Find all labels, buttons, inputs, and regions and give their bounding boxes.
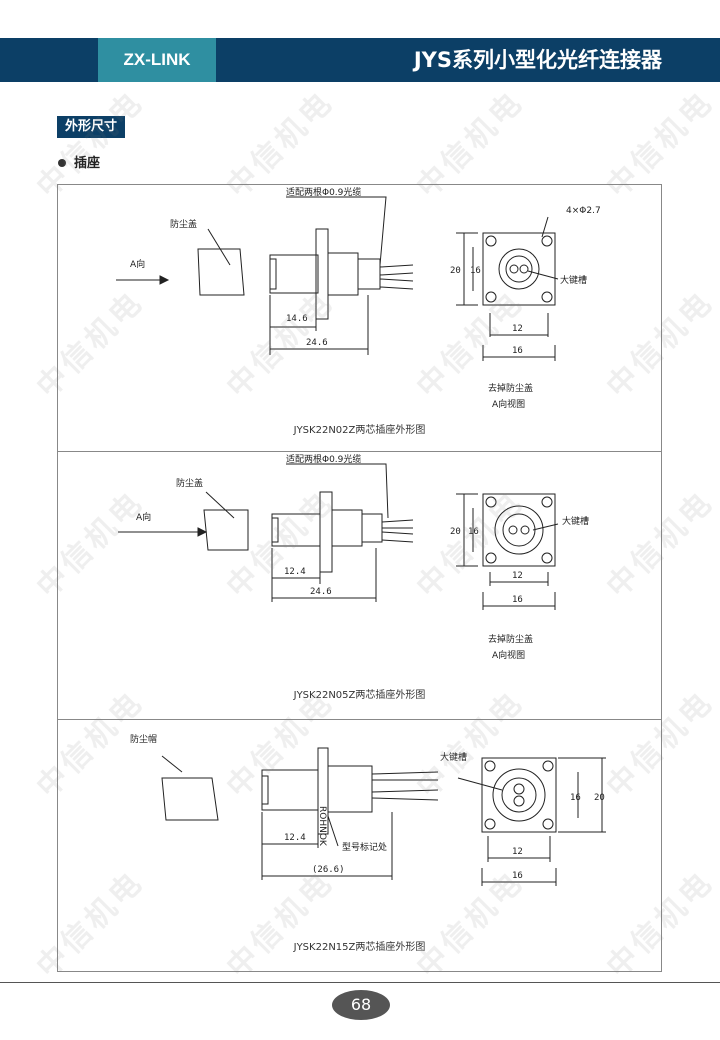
- bullet-icon: [58, 159, 66, 167]
- brand-mark: ROHNOK: [317, 806, 327, 847]
- dim-h1: 20: [450, 266, 461, 276]
- key-label: 大键槽: [562, 515, 589, 527]
- dust-cap-label: 防尘盖: [170, 218, 197, 230]
- caption-3: JYSK22N15Z两芯插座外形图: [293, 942, 426, 953]
- sub-label-text: 插座: [74, 156, 101, 171]
- dim-w1: 12: [512, 571, 523, 581]
- dim-w2: 16: [512, 595, 523, 605]
- drawing-panel-1: 适配两根Φ0.9光缆 防尘盖 A向 4×Φ2.7 大键槽 14.6 24.6 2…: [58, 185, 661, 451]
- key-label: 大键槽: [440, 751, 467, 763]
- view-label-1: 去掉防尘盖: [488, 382, 533, 394]
- key-label: 大键槽: [560, 274, 587, 286]
- dim-w1: 12: [512, 324, 523, 334]
- dim-h1: 16: [570, 793, 581, 803]
- dim-d2: 24.6: [310, 587, 332, 597]
- holes-label: 4×Φ2.7: [566, 206, 601, 216]
- footer-rule: [0, 982, 720, 983]
- dim-d1: 12.4: [284, 833, 306, 843]
- dust-cap-label: 防尘帽: [130, 733, 157, 745]
- view-label-2: A向视图: [492, 398, 525, 410]
- dim-h2: 16: [468, 527, 479, 537]
- dim-w1: 12: [512, 847, 523, 857]
- drawing-jysk22n02z: 适配两根Φ0.9光缆 防尘盖 A向 4×Φ2.7 大键槽 14.6 24.6 2…: [116, 186, 601, 410]
- dim-w2: 16: [512, 346, 523, 356]
- page-title: JYS系列小型化光纤连接器: [413, 48, 662, 72]
- drawing-frame: 适配两根Φ0.9光缆 防尘盖 A向 4×Φ2.7 大键槽 14.6 24.6 2…: [57, 184, 662, 972]
- drawing-panel-3: 防尘帽 大键槽 ROHNOK 型号标记处 12.4 (26.6) 16 20 1…: [58, 719, 661, 972]
- dim-d1: 14.6: [286, 314, 308, 324]
- drawing-jysk22n15z: 防尘帽 大键槽 ROHNOK 型号标记处 12.4 (26.6) 16 20 1…: [130, 733, 606, 886]
- dim-w2: 16: [512, 871, 523, 881]
- page-number: 68: [332, 990, 390, 1020]
- dim-h2: 16: [470, 266, 481, 276]
- cable-label: 适配两根Φ0.9光缆: [286, 186, 361, 198]
- section-label: 外形尺寸: [57, 116, 126, 138]
- dim-d2: (26.6): [312, 865, 345, 875]
- model-mark-label: 型号标记处: [342, 841, 387, 853]
- dim-h2: 20: [594, 793, 605, 803]
- brand-tab: ZX-LINK: [98, 38, 216, 82]
- view-label-2: A向视图: [492, 649, 525, 661]
- caption-2: JYSK22N05Z两芯插座外形图: [293, 690, 426, 701]
- drawing-panel-2: 适配两根Φ0.9光缆 防尘盖 A向 大键槽 12.4 24.6 20 16 12…: [58, 451, 661, 720]
- dust-cap-label: 防尘盖: [176, 477, 203, 489]
- drawing-jysk22n05z: 适配两根Φ0.9光缆 防尘盖 A向 大键槽 12.4 24.6 20 16 12…: [118, 453, 589, 661]
- cable-label: 适配两根Φ0.9光缆: [286, 453, 361, 465]
- dim-h1: 20: [450, 527, 461, 537]
- direction-label: A向: [136, 511, 151, 523]
- dim-d2: 24.6: [306, 338, 328, 348]
- sub-label: 插座: [58, 152, 100, 171]
- caption-1: JYSK22N02Z两芯插座外形图: [293, 425, 426, 436]
- direction-label: A向: [130, 258, 145, 270]
- dim-d1: 12.4: [284, 567, 306, 577]
- view-label-1: 去掉防尘盖: [488, 633, 533, 645]
